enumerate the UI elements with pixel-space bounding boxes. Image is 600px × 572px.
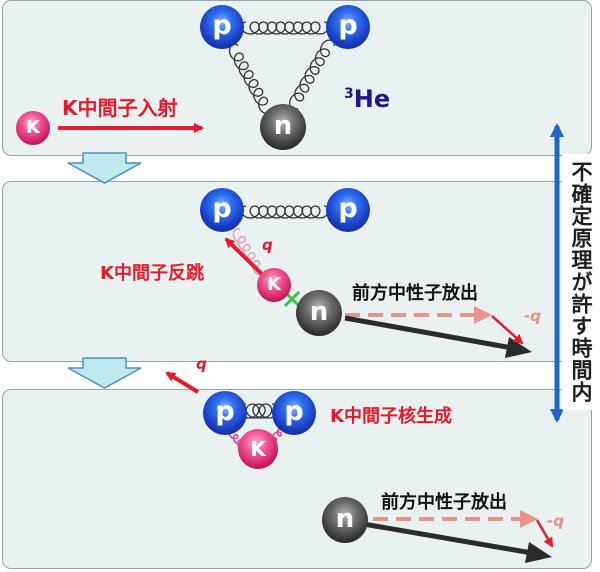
neutron-1: n (260, 104, 306, 150)
kaon-recoil: K (257, 268, 291, 302)
helium3-symbol: He (353, 85, 391, 113)
down-arrow-2 (67, 357, 142, 389)
momentum-transfer-arrow-2 (535, 519, 554, 548)
down-arrow-1 (67, 152, 142, 184)
q-arrow-stage3 (165, 371, 200, 394)
label-k-recoil: K中間子反跳 (100, 263, 204, 284)
gluon-spring-left (228, 43, 274, 115)
gluon-spring-pp-2 (240, 205, 330, 219)
kaon-incident: K (16, 111, 50, 145)
proton-2a: p (200, 188, 244, 232)
neutron-3: n (322, 497, 368, 543)
helium3-label: 3He (344, 85, 390, 113)
momentum-transfer-arrow-1 (491, 315, 524, 345)
label-k-incident: K中間子入射 (62, 96, 178, 120)
stage-panel-2 (2, 181, 592, 362)
gluon-spring-top (240, 21, 330, 35)
neutron-momentum-arrow-2 (351, 519, 533, 556)
neutron-2: n (296, 290, 342, 336)
gluon-spring-pp-3 (239, 403, 279, 419)
gluon-spring-right (289, 39, 336, 111)
minus-q-label-2: -q (547, 512, 564, 530)
q-label-stage3: q (196, 355, 207, 373)
proton-2b: p (326, 188, 370, 232)
neutron-momentum-arrow-1 (344, 315, 513, 351)
proton-1a: p (200, 5, 244, 49)
label-k-nucleus: K中間子核生成 (330, 406, 452, 427)
uncertainty-time-label: 不確定原理が許す時間内 (562, 154, 596, 410)
proton-1b: p (326, 5, 370, 49)
kaon-bound: K (238, 429, 278, 469)
label-neutron-forward-1: 前方中性子放出 (352, 283, 478, 304)
q-label-recoil: q (262, 236, 273, 254)
proton-3b: p (272, 391, 316, 435)
minus-q-label-1: -q (524, 307, 541, 325)
helium3-mass-number: 3 (344, 86, 354, 102)
label-neutron-forward-2: 前方中性子放出 (381, 492, 507, 513)
proton-3a: p (203, 391, 247, 435)
